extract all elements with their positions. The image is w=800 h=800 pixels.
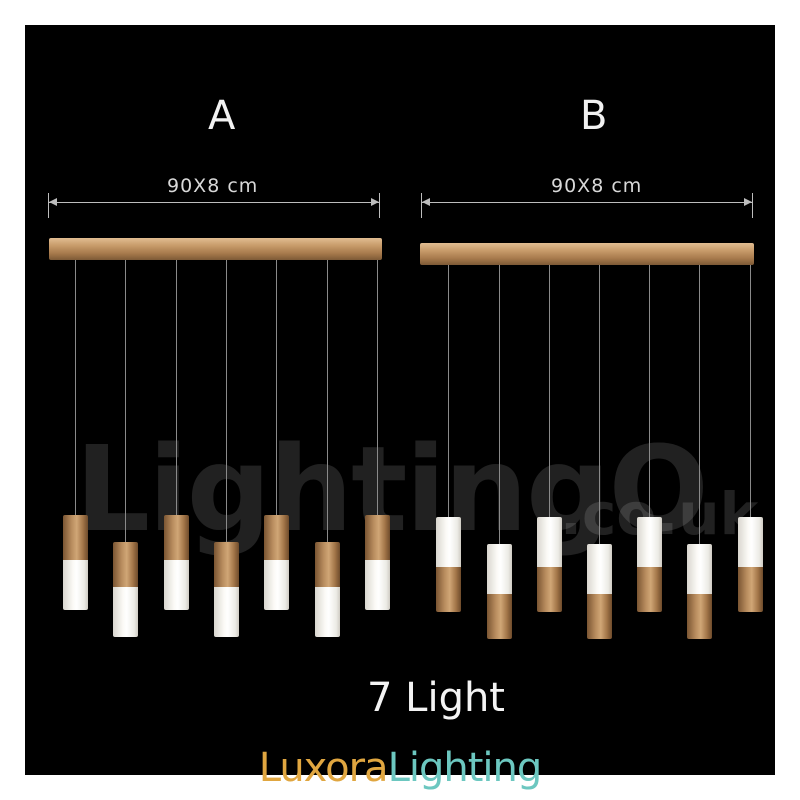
pendant-light	[637, 517, 662, 612]
pendant-cord	[549, 265, 550, 517]
brand-logo-part2: Lighting	[387, 745, 543, 791]
pendant-wood-sleeve	[537, 567, 562, 612]
variant-b-label: B	[580, 93, 608, 139]
brand-logo: LuxoraLighting	[0, 745, 800, 791]
pendant-wood-sleeve	[637, 567, 662, 612]
pendant-glass-diffuser	[687, 544, 712, 594]
pendant-wood-sleeve	[365, 515, 390, 560]
pendant-cord	[75, 260, 76, 515]
pendant-cord	[599, 265, 600, 544]
variant-a-arrow-left-icon	[49, 198, 57, 206]
pendant-cord	[276, 260, 277, 515]
pendant-cord	[649, 265, 650, 517]
variant-b-dimension-tick-left	[421, 193, 422, 218]
pendant-cord	[377, 260, 378, 515]
pendant-wood-sleeve	[113, 542, 138, 587]
pendant-wood-sleeve	[436, 567, 461, 612]
pendant-glass-diffuser	[214, 587, 239, 637]
variant-a-dimension-tick-right	[379, 193, 380, 218]
pendant-wood-sleeve	[738, 567, 763, 612]
pendant-light	[738, 517, 763, 612]
pendant-wood-sleeve	[487, 594, 512, 639]
pendant-cord	[226, 260, 227, 542]
pendant-glass-diffuser	[365, 560, 390, 610]
pendant-light	[164, 515, 189, 610]
variant-a-canopy	[49, 238, 382, 260]
pendant-cord	[448, 265, 449, 517]
variant-a-dimension: 90X8 cm	[167, 175, 259, 197]
pendant-wood-sleeve	[315, 542, 340, 587]
pendant-light	[436, 517, 461, 612]
variant-b-arrow-right-icon	[744, 198, 752, 206]
pendant-glass-diffuser	[63, 560, 88, 610]
variant-b-dimension: 90X8 cm	[551, 175, 643, 197]
brand-logo-part1: Luxora	[258, 745, 389, 791]
pendant-light	[113, 542, 138, 637]
pendant-light	[687, 544, 712, 639]
pendant-wood-sleeve	[264, 515, 289, 560]
pendant-glass-diffuser	[113, 587, 138, 637]
pendant-glass-diffuser	[264, 560, 289, 610]
variant-b-canopy	[420, 243, 754, 265]
pendant-cord	[750, 265, 751, 517]
pendant-glass-diffuser	[315, 587, 340, 637]
product-image: A 90X8 cm B 90X8 cm LightingO .co.uk 7 L…	[25, 25, 775, 775]
pendant-light	[264, 515, 289, 610]
pendant-light	[63, 515, 88, 610]
variant-a-dimension-line	[49, 202, 379, 203]
pendant-cord	[327, 260, 328, 542]
pendant-glass-diffuser	[637, 517, 662, 567]
pendant-glass-diffuser	[587, 544, 612, 594]
pendant-glass-diffuser	[537, 517, 562, 567]
variant-b-arrow-left-icon	[422, 198, 430, 206]
pendant-glass-diffuser	[738, 517, 763, 567]
pendant-cord	[699, 265, 700, 544]
variant-b-dimension-tick-right	[752, 193, 753, 218]
pendant-light	[365, 515, 390, 610]
pendant-cord	[499, 265, 500, 544]
pendant-wood-sleeve	[587, 594, 612, 639]
variant-a-label: A	[208, 93, 236, 139]
pendant-glass-diffuser	[164, 560, 189, 610]
pendant-glass-diffuser	[487, 544, 512, 594]
variant-a-dimension-tick-left	[48, 193, 49, 218]
pendant-glass-diffuser	[436, 517, 461, 567]
variant-b-dimension-line	[422, 202, 752, 203]
pendant-wood-sleeve	[164, 515, 189, 560]
pendant-wood-sleeve	[63, 515, 88, 560]
pendant-cord	[125, 260, 126, 542]
caption: 7 Light	[367, 675, 505, 721]
pendant-light	[537, 517, 562, 612]
pendant-light	[487, 544, 512, 639]
pendant-wood-sleeve	[214, 542, 239, 587]
variant-a-arrow-right-icon	[371, 198, 379, 206]
pendant-light	[587, 544, 612, 639]
pendant-wood-sleeve	[687, 594, 712, 639]
pendant-light	[214, 542, 239, 637]
pendant-cord	[176, 260, 177, 515]
pendant-light	[315, 542, 340, 637]
